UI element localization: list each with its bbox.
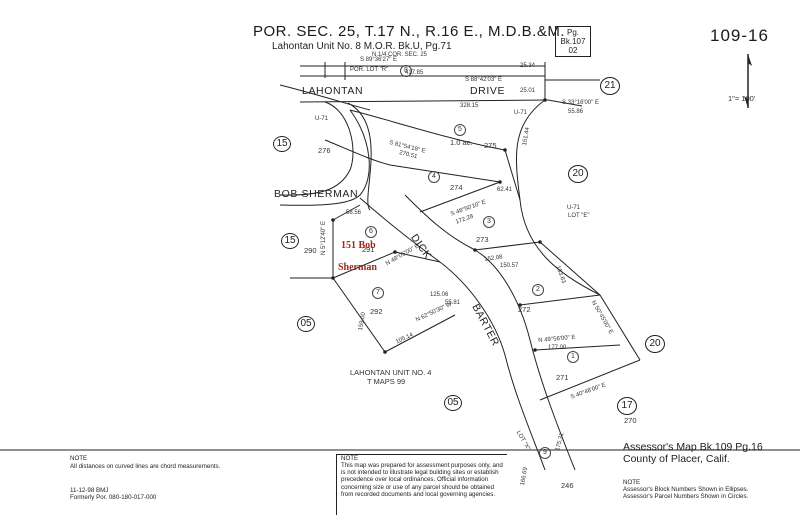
parcel-circle-2: 2	[532, 284, 544, 296]
label-lahontan-unit-4: LAHONTAN UNIT NO. 4	[350, 368, 432, 377]
page-reference-box: Pg. Bk.107 02	[555, 26, 591, 57]
assessor-title-2: County of Placer, Calif.	[623, 453, 730, 465]
dim-label: 417.85	[405, 70, 424, 76]
dim-label: 150.57	[500, 263, 519, 269]
dim-label: 177.00	[548, 345, 567, 351]
note-left-text: All distances on curved lines are chord …	[70, 463, 221, 470]
page-ref-line1: Pg.	[566, 28, 579, 37]
map-number: 109-16	[710, 26, 769, 45]
parcel-label-270: 270	[624, 416, 637, 425]
parcel-label-290: 290	[304, 246, 317, 255]
parcel-label-274: 274	[450, 183, 463, 192]
dim-label: 55.81	[445, 300, 461, 306]
page-ref-line2: Bk.107	[560, 37, 586, 46]
assessor-title-1: Assessor's Map Bk.109 Pg.16	[623, 441, 763, 453]
note-center-text: This map was prepared for assessment pur…	[341, 462, 503, 498]
parcel-label-275: 275	[484, 141, 497, 150]
road-label-drive: DRIVE	[470, 85, 506, 97]
note-left-heading: NOTE	[70, 455, 88, 462]
assessor-note-heading: NOTE	[623, 479, 641, 486]
parcel-label-291: 291	[362, 245, 375, 254]
address-highlight-line1: 151 Bob	[341, 240, 376, 251]
dim-label: 25.34	[520, 63, 536, 69]
north-arrow-icon	[738, 52, 758, 112]
label-por-lot-r: POR. LOT "R"	[350, 67, 389, 73]
dim-label: 125.06	[430, 292, 449, 298]
note-center-heading: NOTE	[341, 455, 359, 462]
note-center-box	[336, 454, 507, 515]
map-title: POR. SEC. 25, T.17 N., R.16 E., M.D.B.&M…	[253, 23, 565, 40]
parcel-label-272: 272	[518, 305, 531, 314]
parcel-circle-9: 9	[539, 447, 551, 459]
parcel-label-276: 276	[318, 146, 331, 155]
parcel-label-246: 246	[561, 481, 574, 490]
label-t-maps: T MAPS 99	[367, 377, 406, 386]
block-number-20-right: 20	[645, 335, 665, 353]
road-label-lahontan: LAHONTAN	[302, 85, 364, 97]
label-u71-left: U-71	[315, 116, 329, 122]
dim-label: S 89°36'27" E	[360, 57, 398, 63]
dim-label: S 33°16'00" E	[562, 100, 600, 106]
label-u71-top: U-71	[514, 110, 528, 116]
parcel-circle-8: 8	[400, 65, 412, 77]
block-number-20-top: 20	[568, 165, 588, 183]
dim-label: 62.41	[497, 187, 513, 193]
block-number-15-top: 15	[273, 136, 291, 152]
parcel-circle-6: 6	[365, 226, 377, 238]
label-u71-right: U-71	[567, 205, 581, 211]
assessor-note-1: Assessor's Block Numbers Shown in Ellips…	[623, 486, 749, 493]
assessor-note-2: Assessor's Parcel Numbers Shown in Circl…	[623, 493, 749, 500]
dim-label: N 5°12'40" E	[321, 220, 327, 255]
parcel-label-273: 273	[476, 235, 489, 244]
block-number-15-mid: 15	[281, 233, 299, 249]
block-number-21: 21	[600, 77, 620, 95]
note-left-formerly: Formerly Por. 080-180-017-000	[70, 494, 157, 501]
parcel-circle-7: 7	[372, 287, 384, 299]
scale-label: 1"= 100'	[728, 94, 756, 103]
block-number-17: 17	[617, 397, 637, 415]
parcel-circle-4: 4	[428, 171, 440, 183]
parcel-circle-1: 1	[567, 351, 579, 363]
block-number-05-bottom: 05	[444, 395, 462, 411]
address-highlight-line2: Sherman	[338, 262, 377, 273]
block-number-05-left: 05	[297, 316, 315, 332]
dim-label: 58.56	[346, 210, 362, 216]
dim-label: 55.86	[568, 109, 584, 115]
map-subtitle: Lahontan Unit No. 8 M.O.R. Bk.U, Pg.71	[272, 41, 452, 52]
label-lot-e: LOT "E"	[568, 213, 590, 219]
dim-label: S 88°42'03" E	[465, 77, 503, 83]
label-quarter-corner: N.1/4 COR. SEC. 25	[372, 52, 428, 58]
road-label-bob-sherman: BOB SHERMAN	[274, 188, 359, 200]
parcel-area-275: 1.0 ac.	[450, 138, 473, 147]
parcel-label-292: 292	[370, 307, 383, 316]
parcel-circle-5: 5	[454, 124, 466, 136]
dim-label: 25.01	[520, 88, 536, 94]
note-left-date: 11-12-98 BMJ	[70, 487, 109, 494]
parcel-label-271: 271	[556, 373, 569, 382]
parcel-circle-3: 3	[483, 216, 495, 228]
dim-label: 328.15	[460, 103, 479, 109]
page-ref-line3: 02	[568, 46, 578, 55]
